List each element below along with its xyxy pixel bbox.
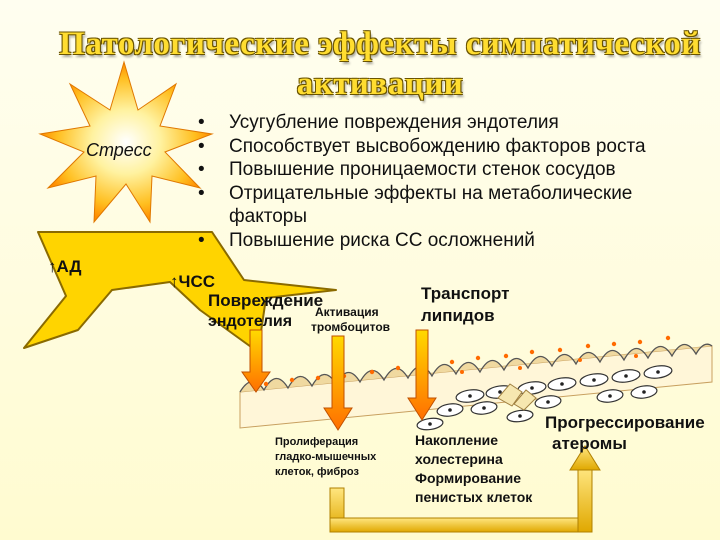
atheroma-progression-label: Прогрессирование — [545, 413, 705, 432]
lipid-transport-label: Транспорт — [421, 284, 510, 303]
foam-cells-label: Формирование — [415, 470, 521, 486]
slide-title-line2: активации — [296, 66, 464, 102]
bullet-icon: • — [198, 182, 205, 204]
stress-sun-icon — [38, 60, 214, 224]
slide-title-line1: Патологические эффекты симпатической — [59, 26, 701, 62]
proliferation-label-2: гладко-мышечных — [275, 451, 377, 463]
platelet-activation-label: Активация — [315, 305, 379, 319]
foam-cells-label-2: пенистых клеток — [415, 489, 533, 505]
lipid-transport-label-2: липидов — [421, 306, 495, 325]
cholesterol-label: Накопление — [415, 432, 499, 448]
heart-rate-label: ↑ЧСС — [170, 272, 215, 291]
bullet-item: •Повышение риска СС осложнений — [198, 229, 535, 251]
lightning-bolt-icon — [23, 231, 337, 353]
foam-cell-nuclei — [428, 370, 660, 426]
blood-pressure-label: ↑АД — [48, 257, 82, 276]
cholesterol-crystals — [497, 383, 537, 411]
bullet-item: •Способствует высвобождению факторов рос… — [198, 135, 646, 157]
bullet-item: •Отрицательные эффекты на метаболические… — [198, 182, 633, 228]
bullet-icon: • — [198, 159, 205, 180]
lipid-dots — [263, 335, 671, 387]
arrow-proliferation — [323, 335, 353, 431]
bullet-icon: • — [198, 229, 205, 251]
stress-label: Стресс — [86, 140, 152, 160]
cholesterol-label-2: холестерина — [415, 451, 503, 467]
proliferation-label: Пролиферация — [275, 436, 359, 448]
endothelial-damage-label: Повреждение — [208, 291, 324, 310]
progression-pathway — [329, 445, 601, 533]
bullet-icon: • — [198, 135, 205, 157]
proliferation-label-3: клеток, фиброз — [275, 466, 359, 478]
bullet-item: •Повышение проницаемости стенок сосудов — [198, 159, 616, 180]
platelet-activation-label-2: тромбоцитов — [311, 320, 391, 334]
process-arrows — [241, 329, 437, 431]
bullet-icon: • — [198, 112, 205, 133]
bullet-item: •Усугубление повреждения эндотелия — [198, 112, 559, 133]
arrow-lipids — [407, 329, 437, 421]
atheroma-progression-label-2: атеромы — [552, 434, 627, 453]
arrow-endothelium — [241, 329, 271, 393]
endothelial-damage-label-2: эндотелия — [208, 313, 293, 330]
effects-bullet-list: •Усугубление повреждения эндотелия •Спос… — [198, 111, 713, 252]
